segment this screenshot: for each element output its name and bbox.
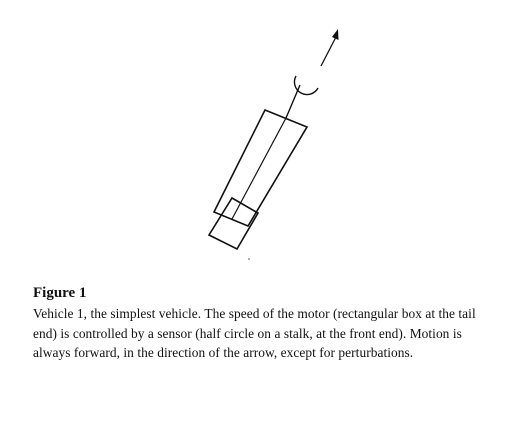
direction-arrow-shaft bbox=[320, 36, 337, 67]
sensor-half-circle bbox=[293, 75, 319, 96]
figure-caption-text: Vehicle 1, the simplest vehicle. The spe… bbox=[33, 306, 476, 361]
motor-box bbox=[207, 196, 260, 251]
vehicle-axis-line bbox=[231, 117, 287, 220]
vehicle-body bbox=[212, 108, 309, 228]
figure-caption: Figure 1 Vehicle 1, the simplest vehicle… bbox=[33, 283, 488, 363]
stray-dot bbox=[248, 258, 250, 260]
figure-title: Figure 1 bbox=[33, 285, 87, 301]
vehicle-diagram bbox=[207, 29, 339, 260]
direction-arrow-head bbox=[332, 29, 339, 40]
